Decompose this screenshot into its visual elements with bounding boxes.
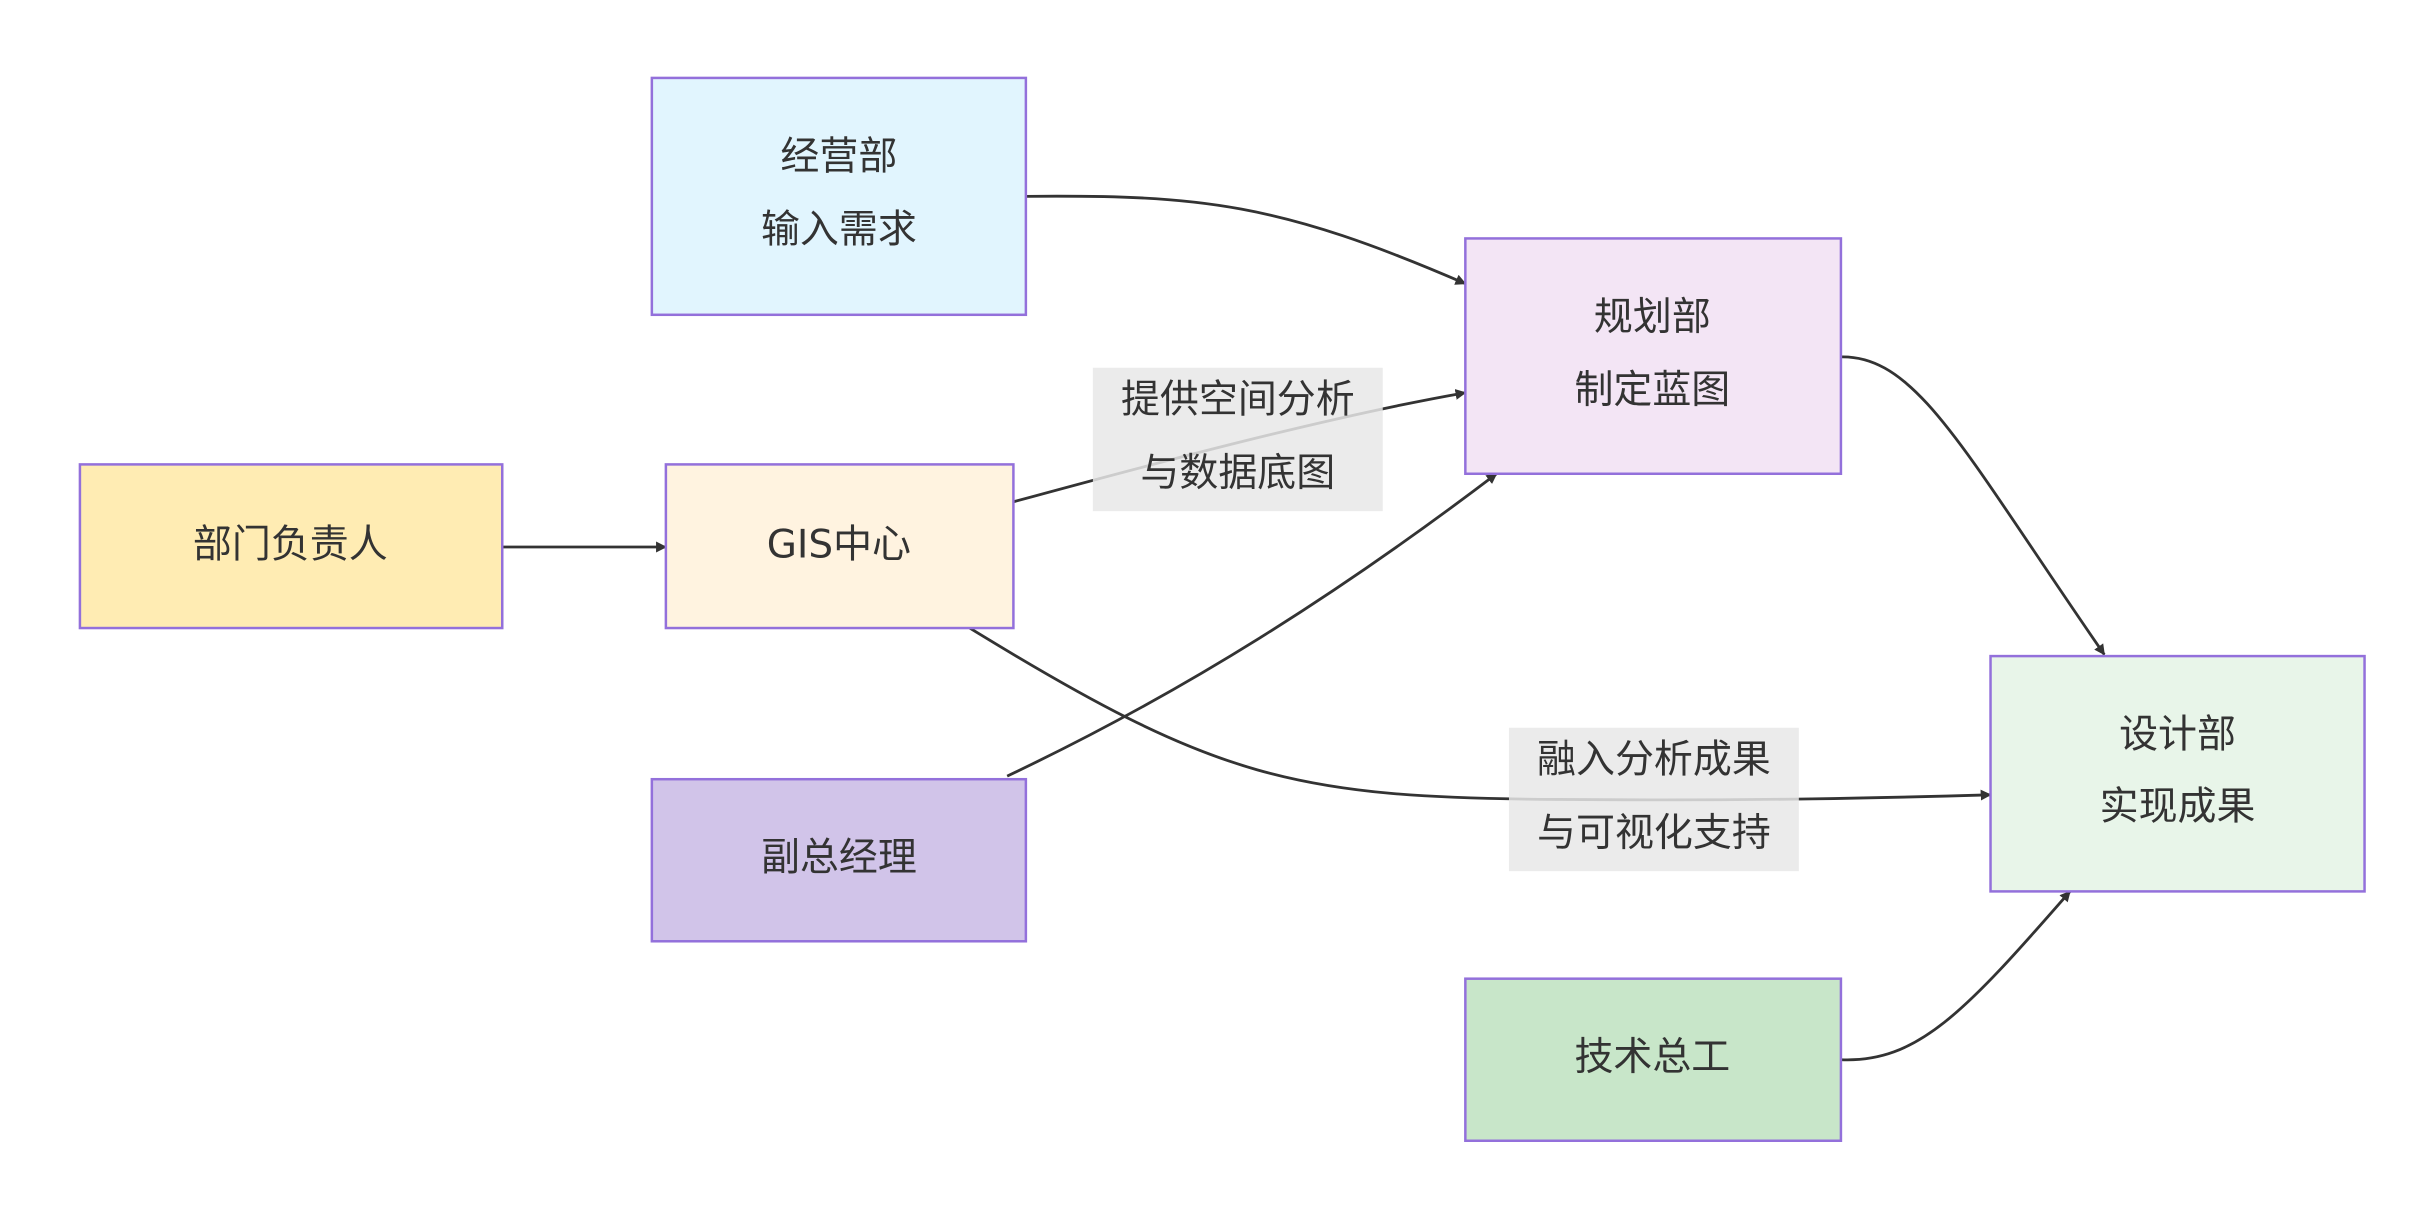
node-box xyxy=(1464,237,1843,476)
edge-fuzong-to-guihua[interactable] xyxy=(1006,472,1498,778)
edge-label-line: 融入分析成果 xyxy=(1537,738,1771,783)
edge-jishu-to-sheji[interactable] xyxy=(1840,890,2072,1062)
node-box xyxy=(664,463,1015,630)
node-title: 设计部 xyxy=(2119,713,2236,758)
node-box xyxy=(78,463,504,630)
node-bumen[interactable]: 部门负责人 xyxy=(78,463,504,630)
edge-label-line: 与可视化支持 xyxy=(1537,811,1771,856)
node-fuzong[interactable]: 副总经理 xyxy=(650,777,1028,943)
edge-jingying-to-guihua[interactable] xyxy=(1025,194,1467,285)
node-box xyxy=(650,777,1028,943)
node-title: 副总经理 xyxy=(761,836,917,881)
edge-guihua-to-sheji[interactable] xyxy=(1840,355,2106,656)
node-title: 部门负责人 xyxy=(193,523,388,568)
edge-gis-to-sheji[interactable] xyxy=(969,626,1992,802)
edge-label-line: 提供空间分析 xyxy=(1121,378,1355,423)
node-guihua[interactable]: 规划部 制定蓝图 xyxy=(1464,237,1843,476)
node-title: GIS中心 xyxy=(767,523,911,568)
node-title: 规划部 xyxy=(1594,295,1711,340)
edge-label-gis-to-sheji: 融入分析成果 与可视化支持 xyxy=(1508,727,1799,872)
edge-label-gis-to-guihua: 提供空间分析 与数据底图 xyxy=(1092,367,1383,512)
node-jingying[interactable]: 经营部 输入需求 xyxy=(650,76,1028,317)
node-title: 经营部 xyxy=(780,134,897,179)
node-box xyxy=(1989,654,2366,893)
node-gis[interactable]: GIS中心 xyxy=(664,463,1015,630)
node-jishu[interactable]: 技术总工 xyxy=(1464,977,1843,1143)
edge-label-line: 与数据底图 xyxy=(1140,451,1335,496)
node-box xyxy=(1464,977,1843,1143)
node-subtitle: 制定蓝图 xyxy=(1574,368,1730,413)
node-subtitle: 输入需求 xyxy=(761,208,917,253)
node-subtitle: 实现成果 xyxy=(2100,784,2256,829)
node-sheji[interactable]: 设计部 实现成果 xyxy=(1989,654,2366,893)
node-box xyxy=(650,76,1028,317)
node-title: 技术总工 xyxy=(1574,1035,1730,1080)
